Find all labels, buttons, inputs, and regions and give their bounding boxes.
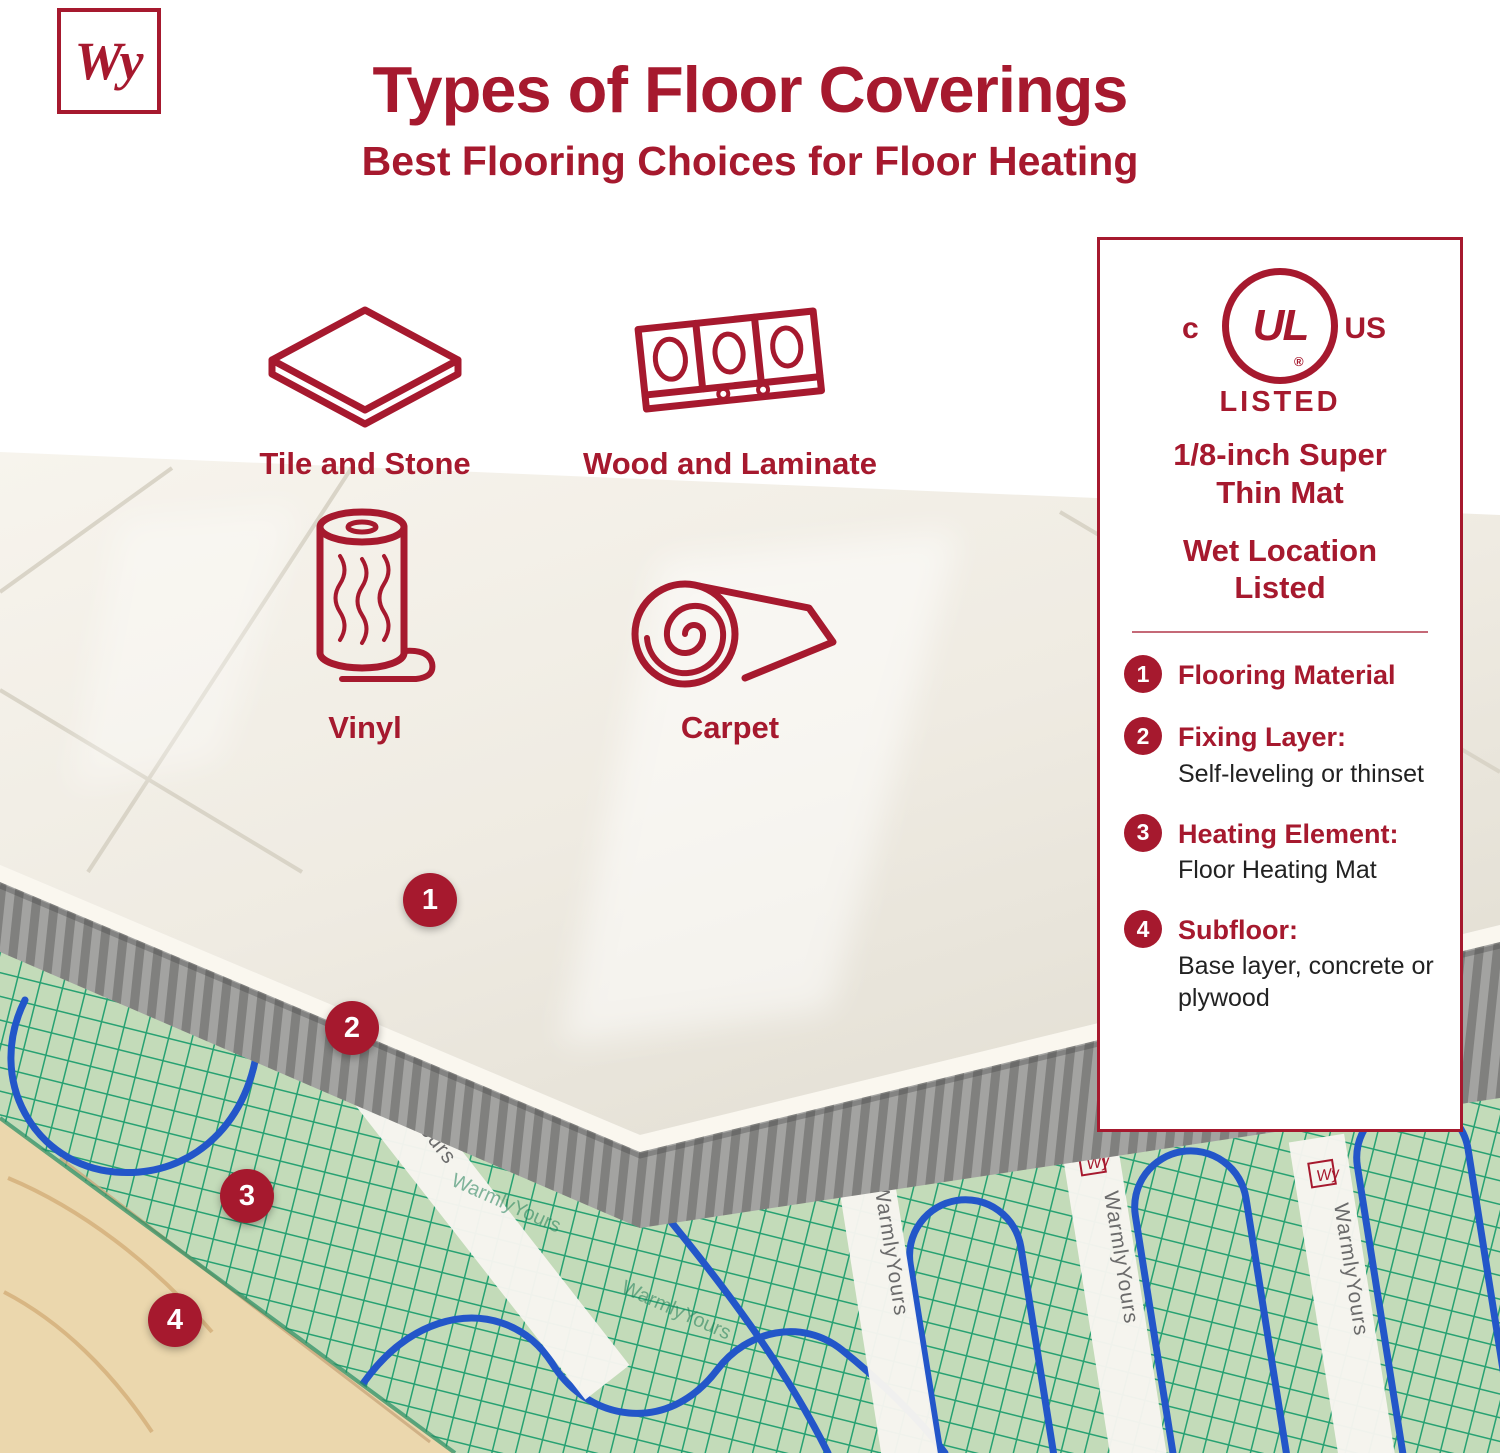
flooring-type-carpet: Carpet <box>575 518 885 746</box>
legend-number-badge: 1 <box>1124 655 1162 694</box>
layer-badge-fixing: 2 <box>325 1001 379 1055</box>
panel-divider <box>1132 631 1428 634</box>
flooring-type-wood: Wood and Laminate <box>545 284 915 482</box>
wood-and-laminate-icon <box>634 307 825 413</box>
flooring-type-vinyl: Vinyl <box>235 496 495 746</box>
mat-strip <box>1288 1133 1407 1453</box>
flooring-label: Vinyl <box>328 710 402 745</box>
legend-body: Self-leveling or thinset <box>1178 759 1424 788</box>
legend-body: Floor Heating Mat <box>1178 856 1377 885</box>
ul-circle: UL <box>1222 268 1338 384</box>
panel-headline-wet-location: Wet Location Listed <box>1182 532 1378 606</box>
legend-number-badge: 4 <box>1124 910 1162 949</box>
legend-number-badge: 2 <box>1124 717 1162 756</box>
mat-strip <box>828 1113 947 1453</box>
legend-item-fixing-layer: 2 Fixing Layer: Self-leveling or thinset <box>1124 717 1436 789</box>
legend-title: Heating Element: <box>1178 818 1399 849</box>
panel-headline-thin-mat: 1/8-inch Super Thin Mat <box>1173 437 1387 510</box>
carpet-icon <box>631 580 836 688</box>
mat-strip <box>1058 1121 1177 1453</box>
page-title: Types of Floor Coverings <box>372 52 1129 126</box>
legend-title: Flooring Material <box>1178 660 1396 691</box>
legend-item-flooring: 1 Flooring Material <box>1124 655 1436 694</box>
ul-us-label: US <box>1344 312 1386 345</box>
vinyl-icon <box>316 508 436 682</box>
flooring-label: Wood and Laminate <box>583 446 877 481</box>
brand-logo: Wy <box>57 8 161 114</box>
flooring-label: Tile and Stone <box>259 446 471 481</box>
legend-number-badge: 3 <box>1124 813 1162 852</box>
legend-title: Subfloor: <box>1178 915 1298 946</box>
ul-certification-mark: c UL ® US LISTED <box>1170 268 1390 420</box>
brand-logo-text: Wy <box>74 31 144 91</box>
page-subtitle: Best Flooring Choices for Floor Heating <box>361 138 1139 185</box>
flooring-type-tile: Tile and Stone <box>225 284 505 482</box>
legend-body: Base layer, concrete or plywood <box>1178 952 1434 1013</box>
ul-letters: UL <box>1252 301 1310 350</box>
layer-legend: 1 Flooring Material 2 Fixing Layer: Self… <box>1124 655 1436 1014</box>
strip-logo-box <box>1307 1158 1337 1189</box>
flooring-label: Carpet <box>680 710 780 745</box>
tile-and-stone-icon <box>268 306 462 428</box>
strip-logo: Wy <box>1315 1165 1341 1186</box>
legend-item-subfloor: 4 Subfloor: Base layer, concrete or plyw… <box>1124 910 1436 1014</box>
legend-item-heating-element: 3 Heating Element: Floor Heating Mat <box>1124 813 1436 886</box>
layer-badge-heating: 3 <box>220 1169 274 1223</box>
ul-c-label: c <box>1182 312 1199 345</box>
ul-listed-label: LISTED <box>1219 386 1341 418</box>
layer-badge-flooring: 1 <box>403 873 457 927</box>
info-panel: c UL ® US LISTED 1/8-inch Super Thin Mat… <box>1097 237 1463 1132</box>
legend-title: Fixing Layer: <box>1178 722 1347 753</box>
layer-badge-subfloor: 4 <box>148 1293 202 1347</box>
subfloor-layer <box>0 1116 457 1453</box>
registered-symbol: ® <box>1294 354 1304 369</box>
